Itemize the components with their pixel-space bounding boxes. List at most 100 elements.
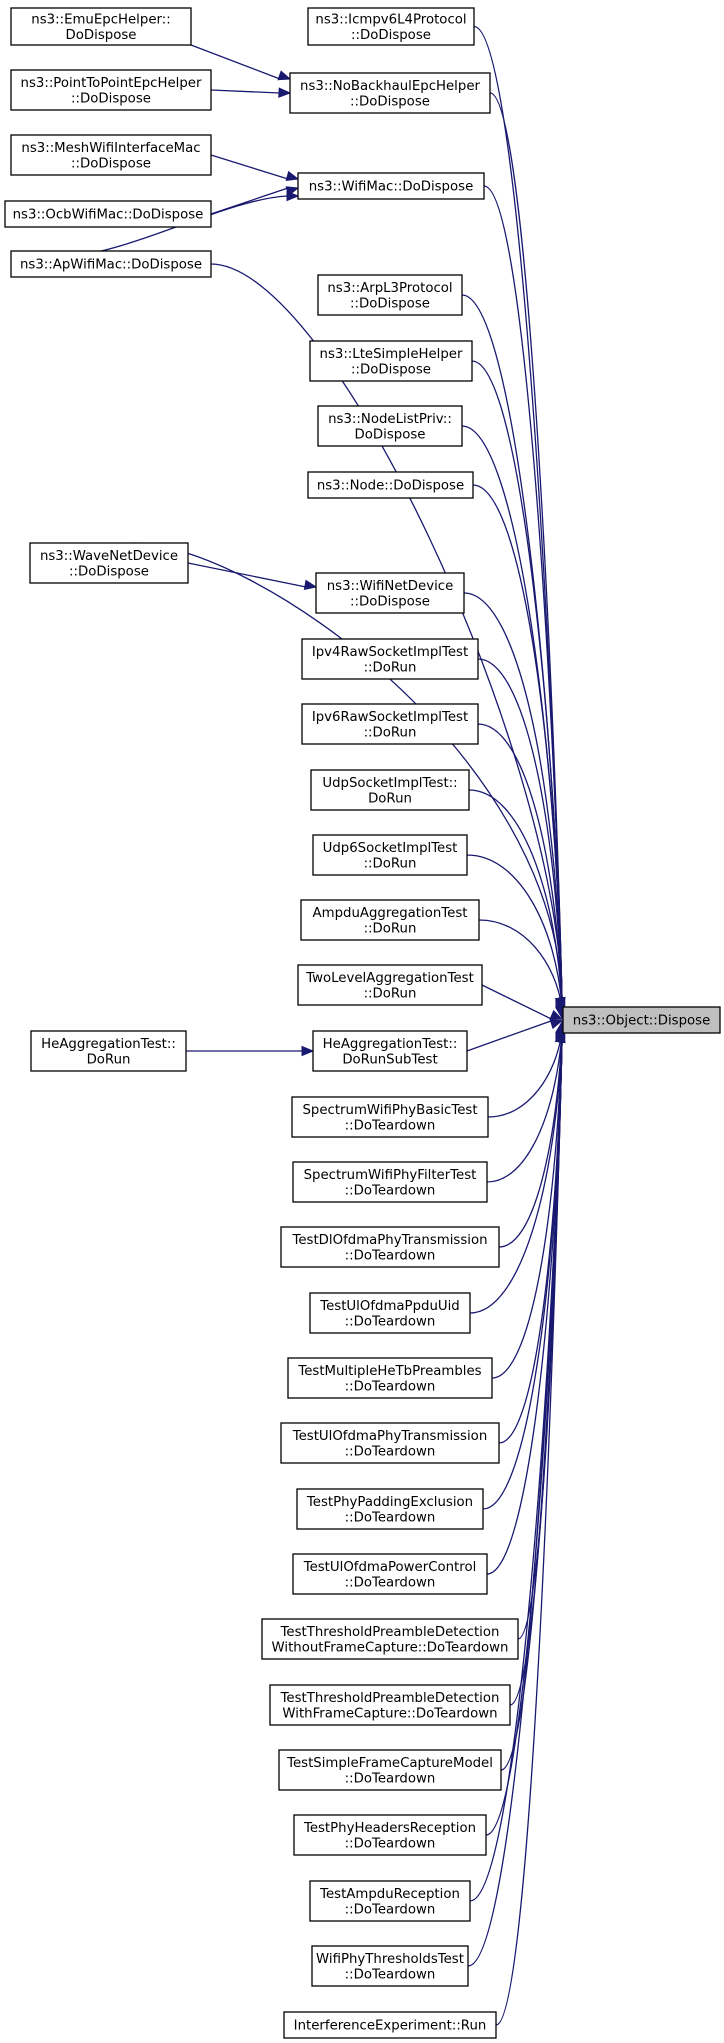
node-thrwith-label-line-1: WithFrameCapture::DoTeardown <box>282 1706 497 1721</box>
node-thrwith[interactable]: TestThresholdPreambleDetectionWithFrameC… <box>269 1684 511 1726</box>
node-ipv4raw-label-line-1: ::DoRun <box>364 660 417 675</box>
node-heaggsub-label-line-0: HeAggregationTest:: <box>323 1037 458 1052</box>
node-wifithr[interactable]: WifiPhyThresholdsTest::DoTeardown <box>311 1945 469 1987</box>
node-interference-label-line-0: InterferenceExperiment::Run <box>294 2019 487 2034</box>
node-wifimac-label-line-0: ns3::WifiMac::DoDispose <box>309 180 474 195</box>
node-ipv4raw-box <box>301 638 479 680</box>
node-thrwithout-label-line-1: WithoutFrameCapture::DoTeardown <box>272 1640 509 1655</box>
node-heagg[interactable]: HeAggregationTest::DoRun <box>30 1030 187 1072</box>
node-meshwifi[interactable]: ns3::MeshWifiInterfaceMac::DoDispose <box>10 134 212 176</box>
edge-udp6sock-to-target <box>466 854 563 1007</box>
node-nodelistpriv-label-line-0: ns3::NodeListPriv:: <box>328 412 452 427</box>
node-specfilter-label-line-1: ::DoTeardown <box>345 1183 436 1198</box>
edge-wifinet-to-target <box>463 592 563 1002</box>
node-specbasic[interactable]: SpectrumWifiPhyBasicTest::DoTeardown <box>291 1096 489 1138</box>
node-ltesimple-label-line-1: ::DoDispose <box>351 362 431 377</box>
node-phypadding-label-line-1: ::DoTeardown <box>345 1510 436 1525</box>
node-wifinet[interactable]: ns3::WifiNetDevice::DoDispose <box>315 572 465 614</box>
node-meshwifi-box <box>10 134 212 176</box>
node-specbasic-box <box>291 1096 489 1138</box>
edge-heaggsub-to-target <box>466 1020 553 1052</box>
node-icmpv6l4[interactable]: ns3::Icmpv6L4Protocol::DoDispose <box>307 7 475 46</box>
edge-udpsock-to-target <box>468 789 563 1006</box>
node-nobackhaul-label-line-0: ns3::NoBackhaulEpcHelper <box>300 79 480 94</box>
node-node-box <box>307 471 474 499</box>
node-ulofdmatx[interactable]: TestUlOfdmaPhyTransmission::DoTeardown <box>280 1422 500 1464</box>
node-apwifi[interactable]: ns3::ApWifiMac::DoDispose <box>10 250 212 278</box>
node-icmpv6l4-box <box>307 7 475 46</box>
node-arpl3-label-line-1: ::DoDispose <box>350 296 430 311</box>
node-heagg-label-line-1: DoRun <box>87 1052 131 1067</box>
node-ampdurx[interactable]: TestAmpduReception::DoTeardown <box>309 1880 471 1922</box>
node-udp6sock[interactable]: Udp6SocketImplTest::DoRun <box>312 834 468 876</box>
node-interference[interactable]: InterferenceExperiment::Run <box>283 2011 497 2039</box>
node-ulpower[interactable]: TestUlOfdmaPowerControl::DoTeardown <box>292 1553 488 1595</box>
node-ocbwifi-box <box>4 200 212 228</box>
edge-twolevel-to-target-arrowhead <box>549 1009 564 1020</box>
node-arpl3[interactable]: ns3::ArpL3Protocol::DoDispose <box>317 274 463 316</box>
node-twolevel-label-line-0: TwoLevelAggregationTest <box>305 971 474 986</box>
edge-specbasic-to-target <box>487 1031 563 1118</box>
node-node[interactable]: ns3::Node::DoDispose <box>307 471 474 499</box>
node-nodelistpriv-label-line-1: DoDispose <box>355 427 426 442</box>
node-dlofdma[interactable]: TestDlOfdmaPhyTransmission::DoTeardown <box>280 1226 500 1268</box>
node-emuepc-box <box>10 7 192 46</box>
edge-meshwifi-to-wifimac-arrowhead <box>285 170 300 181</box>
node-specfilter[interactable]: SpectrumWifiPhyFilterTest::DoTeardown <box>292 1161 488 1203</box>
edge-emuepc-to-nobackhaul-arrowhead <box>277 70 292 81</box>
node-phyheaders[interactable]: TestPhyHeadersReception::DoTeardown <box>293 1814 487 1856</box>
node-nobackhaul-label-line-1: ::DoDispose <box>350 94 430 109</box>
node-dlofdma-box <box>280 1226 500 1268</box>
node-ocbwifi[interactable]: ns3::OcbWifiMac::DoDispose <box>4 200 212 228</box>
node-thrwith-label-line-0: TestThresholdPreambleDetection <box>280 1691 500 1706</box>
node-apwifi-label-line-0: ns3::ApWifiMac::DoDispose <box>20 258 202 273</box>
node-ulpower-label-line-1: ::DoTeardown <box>345 1575 436 1590</box>
node-wifinet-label-line-0: ns3::WifiNetDevice <box>327 579 454 594</box>
node-multihetb-label-line-1: ::DoTeardown <box>345 1379 436 1394</box>
node-udp6sock-label-line-0: Udp6SocketImplTest <box>323 841 458 856</box>
node-arpl3-box <box>317 274 463 316</box>
node-nodelistpriv[interactable]: ns3::NodeListPriv::DoDispose <box>317 405 463 447</box>
node-wifithr-box <box>311 1945 469 1987</box>
node-emuepc-label-line-1: DoDispose <box>66 28 137 43</box>
edge-p2pepc-to-nobackhaul <box>210 89 281 94</box>
node-thrwithout[interactable]: TestThresholdPreambleDetectionWithoutFra… <box>261 1618 519 1660</box>
node-p2pepc[interactable]: ns3::PointToPointEpcHelper::DoDispose <box>10 69 212 111</box>
edge-wavenet-to-wifinet <box>187 562 307 588</box>
node-udpsock[interactable]: UdpSocketImplTest::DoRun <box>310 769 470 811</box>
node-multihetb[interactable]: TestMultipleHeTbPreambles::DoTeardown <box>287 1357 493 1399</box>
node-phypadding-box <box>296 1488 484 1530</box>
node-simplecapture-label-line-1: ::DoTeardown <box>345 1771 436 1786</box>
edge-specfilter-to-target <box>486 1033 563 1183</box>
node-phyheaders-box <box>293 1814 487 1856</box>
edge-ipv6raw-to-target <box>477 723 563 1005</box>
node-specbasic-label-line-0: SpectrumWifiPhyBasicTest <box>302 1103 477 1118</box>
node-wavenet[interactable]: ns3::WaveNetDevice::DoDispose <box>29 542 189 584</box>
node-ipv6raw-label-line-1: ::DoRun <box>364 725 417 740</box>
node-ulppdu-box <box>309 1292 471 1334</box>
node-emuepc-label-line-0: ns3::EmuEpcHelper:: <box>31 12 170 27</box>
node-ipv4raw[interactable]: Ipv4RawSocketImplTest::DoRun <box>301 638 479 680</box>
node-heaggsub[interactable]: HeAggregationTest::DoRunSubTest <box>312 1030 468 1072</box>
node-ampdurx-box <box>309 1880 471 1922</box>
node-emuepc[interactable]: ns3::EmuEpcHelper::DoDispose <box>10 7 192 46</box>
target-node[interactable]: ns3::Object::Dispose <box>562 1006 721 1034</box>
node-ampduagg[interactable]: AmpduAggregationTest::DoRun <box>300 899 480 941</box>
node-ipv6raw[interactable]: Ipv6RawSocketImplTest::DoRun <box>301 703 479 745</box>
node-nobackhaul[interactable]: ns3::NoBackhaulEpcHelper::DoDispose <box>289 72 491 114</box>
node-ulppdu[interactable]: TestUlOfdmaPpduUid::DoTeardown <box>309 1292 471 1334</box>
node-heaggsub-label-line-1: DoRunSubTest <box>342 1052 437 1067</box>
node-ulppdu-label-line-0: TestUlOfdmaPpduUid <box>319 1299 460 1314</box>
node-ltesimple[interactable]: ns3::LteSimpleHelper::DoDispose <box>309 340 473 382</box>
node-arpl3-label-line-0: ns3::ArpL3Protocol <box>327 281 452 296</box>
node-ulpower-box <box>292 1553 488 1595</box>
node-nodelistpriv-box <box>317 405 463 447</box>
node-meshwifi-label-line-1: ::DoDispose <box>71 156 151 171</box>
node-twolevel[interactable]: TwoLevelAggregationTest::DoRun <box>297 964 483 1006</box>
edge-twolevel-to-target <box>481 984 553 1020</box>
node-wifimac[interactable]: ns3::WifiMac::DoDispose <box>297 172 485 200</box>
node-phypadding[interactable]: TestPhyPaddingExclusion::DoTeardown <box>296 1488 484 1530</box>
node-nobackhaul-box <box>289 72 491 114</box>
node-simplecapture[interactable]: TestSimpleFrameCaptureModel::DoTeardown <box>278 1749 502 1791</box>
edge-heaggsub-to-target-arrowhead <box>549 1019 564 1030</box>
